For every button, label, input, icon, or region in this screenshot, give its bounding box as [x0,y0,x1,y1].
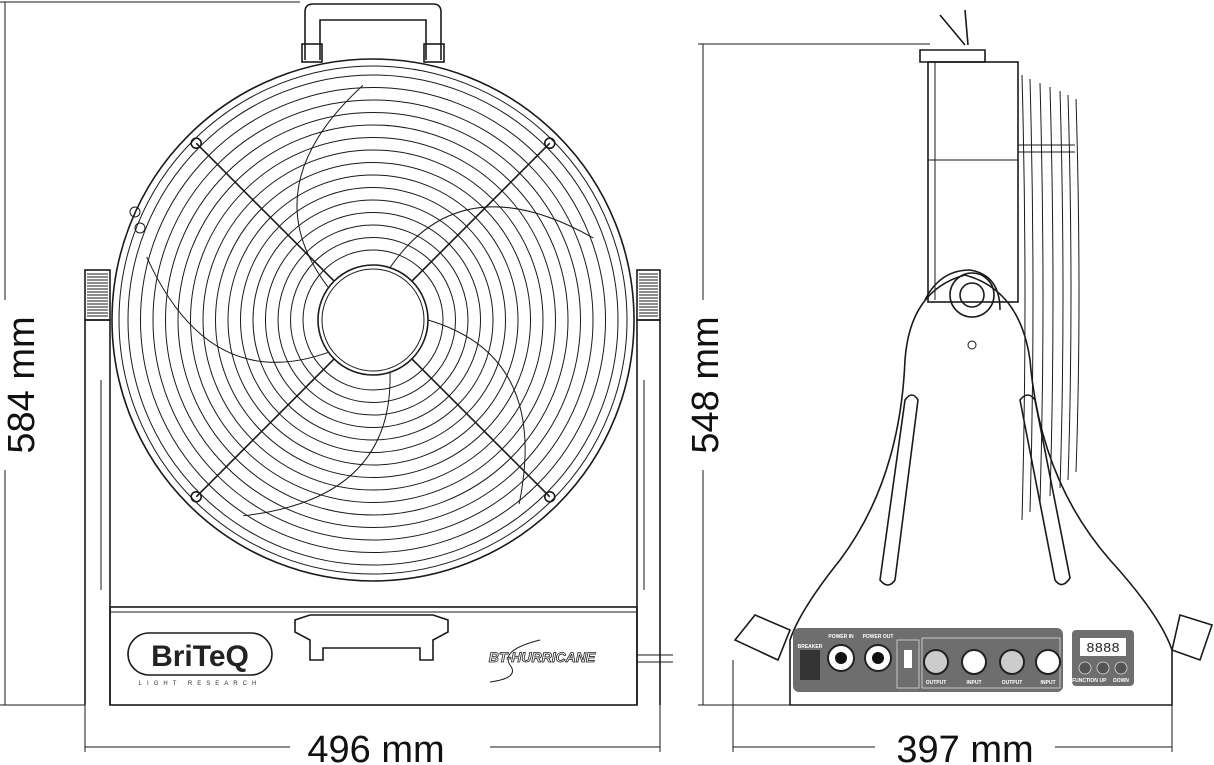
grille-ring [165,112,581,528]
model-logo: BT-HURRICANE [489,649,596,665]
dimension-front-height: 584 mm [0,1,300,706]
dmx-button-label: UP [1100,678,1108,684]
dimension-front-width: 496 mm [84,705,661,765]
fan-blade [296,84,364,288]
brand-logo-text: BriTeQ [151,640,249,673]
left-slot [879,394,919,586]
grille-strut [411,142,551,282]
grille-ring [240,187,506,453]
base-handle [294,614,449,661]
fan-hub [317,264,429,376]
xlr-label: OUTPUT [926,680,947,686]
side-height-label: 548 mm [685,316,727,453]
left-foot [733,614,792,662]
dmx-button-label: FUNCTION [1072,678,1098,684]
breaker-switch [800,650,820,680]
dimension-side-height: 548 mm [685,43,930,706]
side-yoke [789,274,1173,706]
grille-ring [290,237,456,403]
dimension-side-depth: 397 mm [732,660,1173,765]
grille-ring [177,124,569,516]
grille-ring [215,162,531,478]
xlr-connector [999,649,1025,675]
brand-tagline: LIGHT RESEARCH [139,681,262,687]
top-handle [304,3,442,60]
fan-blade [427,319,526,505]
xlr-connector [961,649,987,675]
power-out-label: POWER OUT [863,634,894,640]
xlr-label: INPUT [967,680,982,686]
dmx-display: 8888 [1086,641,1120,657]
grille-ring [265,212,481,428]
briteq-logo [127,632,273,676]
grille-ring [190,137,556,503]
fan-body [927,61,1019,303]
grille-ring [202,149,544,491]
right-knob [636,269,661,321]
fan-housing [111,58,635,582]
dmx-button-label: DOWN [1113,678,1129,684]
fan-blade [389,206,594,268]
grille-strut [195,358,335,498]
dmx-button-up[interactable] [1096,661,1110,675]
side-depth-label: 397 mm [896,729,1033,765]
dmx-button-down[interactable] [1114,661,1128,675]
right-slot [1019,394,1071,586]
xlr-connector [923,649,949,675]
xlr-label: OUTPUT [1002,680,1023,686]
hurricane-swoosh [489,639,541,683]
fan-blade [146,256,329,363]
grille-ring [302,249,444,391]
base-box [109,606,638,706]
xlr-label: INPUT [1041,680,1056,686]
front-view: BriTeQ LIGHT RESEARCH BT-HURRICANE [84,3,673,706]
grille-ring [277,224,469,416]
grille-ring [152,99,594,541]
power-in-label: POWER IN [828,634,854,640]
grille-ring [227,174,519,466]
grille-ring [140,87,606,553]
grille-strut [411,358,551,498]
fan-blades [146,84,594,517]
side-view: BREAKER POWER IN POWER OUT OUTPUT INPUT OU… [733,9,1214,706]
xlr-connector [1035,649,1061,675]
usb-port [904,650,912,668]
dmx-button-function[interactable] [1078,661,1092,675]
breaker-label: BREAKER [798,644,823,650]
grille-ring [127,74,619,566]
front-width-label: 496 mm [307,729,444,765]
fan-grille [127,74,619,566]
right-foot [1171,613,1214,662]
fan-blade [243,372,391,517]
left-knob [84,269,111,321]
front-height-label: 584 mm [1,316,43,453]
grille-ring [252,199,494,441]
grille-strut [195,142,335,282]
